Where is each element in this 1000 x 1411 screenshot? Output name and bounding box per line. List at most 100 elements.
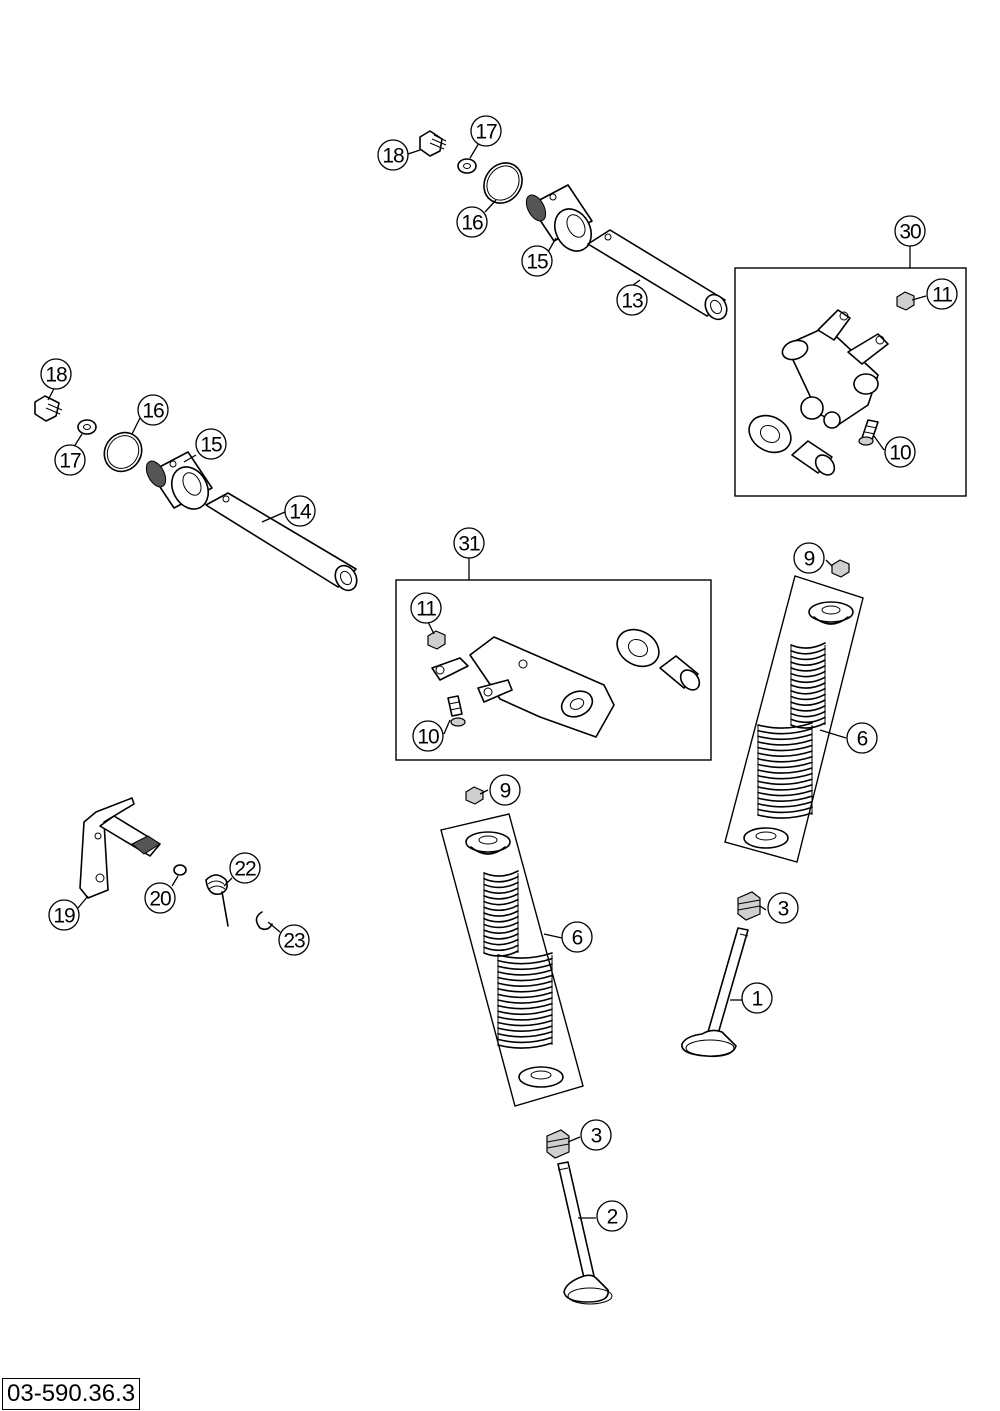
callout-number: 31 bbox=[458, 533, 480, 556]
callout-c18a: 18 bbox=[377, 139, 409, 171]
callout-c20: 20 bbox=[144, 882, 176, 914]
callout-c16b: 16 bbox=[137, 394, 169, 426]
valve-1 bbox=[681, 927, 749, 1058]
callout-number: 20 bbox=[149, 888, 171, 911]
decompression-lever-19 bbox=[79, 797, 161, 899]
callout-number: 6 bbox=[572, 927, 583, 950]
spring-seat-left bbox=[518, 1066, 564, 1088]
o-ring-16-top bbox=[483, 162, 523, 204]
callout-labels: 1233669910101111131415151616171718181920… bbox=[40, 115, 958, 1232]
callout-c15b: 15 bbox=[195, 428, 227, 460]
bolt-18-top bbox=[419, 130, 447, 157]
callout-c17b: 17 bbox=[54, 444, 86, 476]
nut-11-box30 bbox=[896, 291, 915, 311]
circlip-23 bbox=[255, 911, 273, 931]
callout-c19: 19 bbox=[48, 899, 80, 931]
callout-number: 10 bbox=[889, 442, 911, 465]
spring-retainer-right bbox=[808, 601, 854, 625]
callout-c9b: 9 bbox=[489, 774, 521, 806]
rocker-arm-box30 bbox=[781, 309, 889, 429]
callout-number: 17 bbox=[59, 450, 81, 473]
shaft-14 bbox=[205, 492, 358, 592]
callout-c23: 23 bbox=[278, 924, 310, 956]
callout-c11b: 11 bbox=[410, 592, 442, 624]
callout-c31: 31 bbox=[453, 527, 485, 559]
rocker-arm-box31 bbox=[431, 636, 615, 738]
rocker-arm-kit-box-31 bbox=[395, 579, 712, 761]
callout-number: 19 bbox=[53, 905, 75, 928]
callout-number: 9 bbox=[500, 780, 511, 803]
nut-11-box31 bbox=[427, 630, 446, 650]
valve-spring-kit-box-6-right bbox=[724, 575, 864, 863]
bearing-15-left bbox=[145, 451, 213, 510]
callout-number: 14 bbox=[289, 501, 312, 524]
roller-box30 bbox=[748, 414, 792, 454]
callout-c9a: 9 bbox=[793, 542, 825, 574]
washer-17-top bbox=[457, 158, 477, 174]
spring-22 bbox=[205, 874, 229, 927]
callout-c11a: 11 bbox=[926, 278, 958, 310]
callout-number: 16 bbox=[461, 212, 483, 235]
callout-c22: 22 bbox=[229, 852, 261, 884]
washer-17-left bbox=[77, 419, 97, 435]
rocker-arm-kit-box-30 bbox=[734, 267, 967, 497]
callout-number: 13 bbox=[621, 290, 643, 313]
inner-spring-left bbox=[483, 870, 519, 957]
screw-10-box30 bbox=[858, 419, 879, 446]
roller-box31 bbox=[616, 628, 660, 668]
callout-number: 9 bbox=[804, 548, 815, 571]
callout-c13: 13 bbox=[616, 284, 648, 316]
keeper-9-right bbox=[831, 559, 850, 578]
callout-number: 18 bbox=[382, 145, 404, 168]
outer-spring-right bbox=[757, 722, 813, 819]
callout-number: 1 bbox=[752, 988, 763, 1011]
spring-seat-right bbox=[743, 827, 789, 849]
callout-c10a: 10 bbox=[884, 436, 916, 468]
callout-number: 23 bbox=[283, 930, 305, 953]
callout-c6b: 6 bbox=[561, 921, 593, 953]
callout-number: 16 bbox=[142, 400, 164, 423]
spring-retainer-left bbox=[465, 831, 511, 855]
callout-c14: 14 bbox=[284, 495, 316, 527]
inner-spring-right bbox=[790, 642, 826, 729]
outer-spring-left bbox=[497, 952, 553, 1049]
callout-c6a: 6 bbox=[846, 722, 878, 754]
bearing-15-top bbox=[525, 184, 593, 252]
pin-box31 bbox=[659, 655, 701, 691]
o-ring-20 bbox=[173, 864, 187, 876]
diagram-code-label: 03-590.36.3 bbox=[2, 1378, 141, 1410]
callout-number: 11 bbox=[416, 598, 436, 621]
callout-number: 22 bbox=[234, 858, 256, 881]
callout-number: 3 bbox=[778, 898, 789, 921]
valve-2 bbox=[557, 1161, 613, 1305]
callout-c10b: 10 bbox=[412, 720, 444, 752]
callout-number: 15 bbox=[526, 251, 548, 274]
callout-c2: 2 bbox=[596, 1200, 628, 1232]
callout-c3a: 3 bbox=[767, 892, 799, 924]
callout-number: 30 bbox=[899, 221, 921, 244]
callout-number: 18 bbox=[45, 364, 67, 387]
callout-number: 11 bbox=[932, 284, 952, 307]
shaft-13 bbox=[587, 229, 728, 321]
screw-10-box31 bbox=[447, 695, 466, 727]
callout-number: 15 bbox=[200, 434, 222, 457]
callout-c16a: 16 bbox=[456, 206, 488, 238]
callout-number: 3 bbox=[591, 1125, 602, 1148]
valve-stem-seal-3-right bbox=[737, 891, 761, 921]
pin-box30 bbox=[791, 440, 836, 476]
callout-c15a: 15 bbox=[521, 245, 553, 277]
callout-c30: 30 bbox=[894, 215, 926, 247]
callout-c18b: 18 bbox=[40, 358, 72, 390]
callout-number: 6 bbox=[857, 728, 868, 751]
callout-number: 10 bbox=[417, 726, 439, 749]
callout-number: 2 bbox=[607, 1206, 618, 1229]
keeper-9-left bbox=[465, 786, 484, 805]
callout-c17a: 17 bbox=[470, 115, 502, 147]
callout-c3b: 3 bbox=[580, 1119, 612, 1151]
bolt-18-left bbox=[34, 395, 63, 422]
valve-spring-kit-box-6-left bbox=[440, 813, 584, 1107]
callout-number: 17 bbox=[475, 121, 497, 144]
o-ring-16-left bbox=[103, 431, 143, 473]
valve-stem-seal-3-left bbox=[546, 1129, 570, 1159]
